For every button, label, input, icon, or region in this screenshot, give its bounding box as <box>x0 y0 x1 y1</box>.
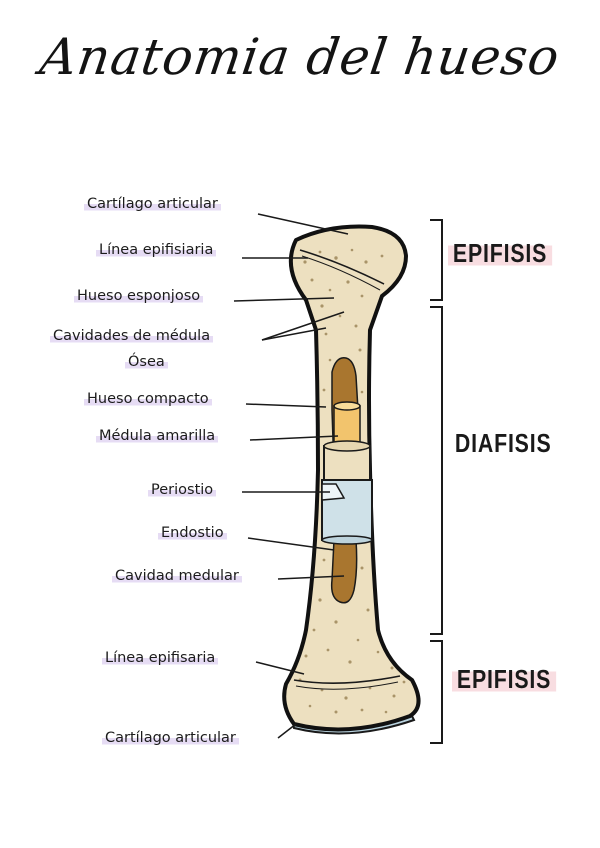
section-epifisis-top: EPIFISIS <box>448 238 553 269</box>
label-periostio: Periostio <box>148 482 217 498</box>
epiphyseal-line-top-2 <box>301 255 381 291</box>
spongy-bone-texture <box>298 248 406 714</box>
label-linea-epifisaria: Línea epifisaria <box>102 650 219 666</box>
epiphyseal-line-bottom-2 <box>295 681 399 690</box>
label-cartilago-articular-top: Cartílago articular <box>84 196 221 212</box>
bracket-epifisis-top <box>430 219 443 301</box>
label-cavidad-medular: Cavidad medular <box>112 568 242 584</box>
label-cavidades-medula: Cavidades de médula <box>50 328 214 344</box>
section-epifisis-bottom: EPIFISIS <box>452 664 557 695</box>
bracket-diafisis <box>430 306 443 635</box>
label-cartilago-articular-bottom: Cartílago articular <box>102 730 239 746</box>
section-brackets <box>430 219 443 744</box>
label-medula-amarilla: Médula amarilla <box>96 428 219 444</box>
label-hueso-esponjoso: Hueso esponjoso <box>74 288 204 304</box>
epiphyseal-line-bottom <box>293 675 401 684</box>
epiphyseal-line-top <box>299 249 385 285</box>
label-cavidades-osea: Ósea <box>125 354 168 370</box>
yellow-marrow-top <box>333 401 361 411</box>
periosteum-flap <box>321 483 346 501</box>
label-hueso-compacto: Hueso compacto <box>84 391 212 407</box>
bracket-epifisis-bottom <box>430 640 443 744</box>
leader-lines <box>233 213 349 739</box>
section-diafisis: DIAFISIS <box>454 428 552 458</box>
label-linea-epifisiaria: Línea epifisiaria <box>96 242 217 258</box>
label-endostio: Endostio <box>158 525 227 541</box>
